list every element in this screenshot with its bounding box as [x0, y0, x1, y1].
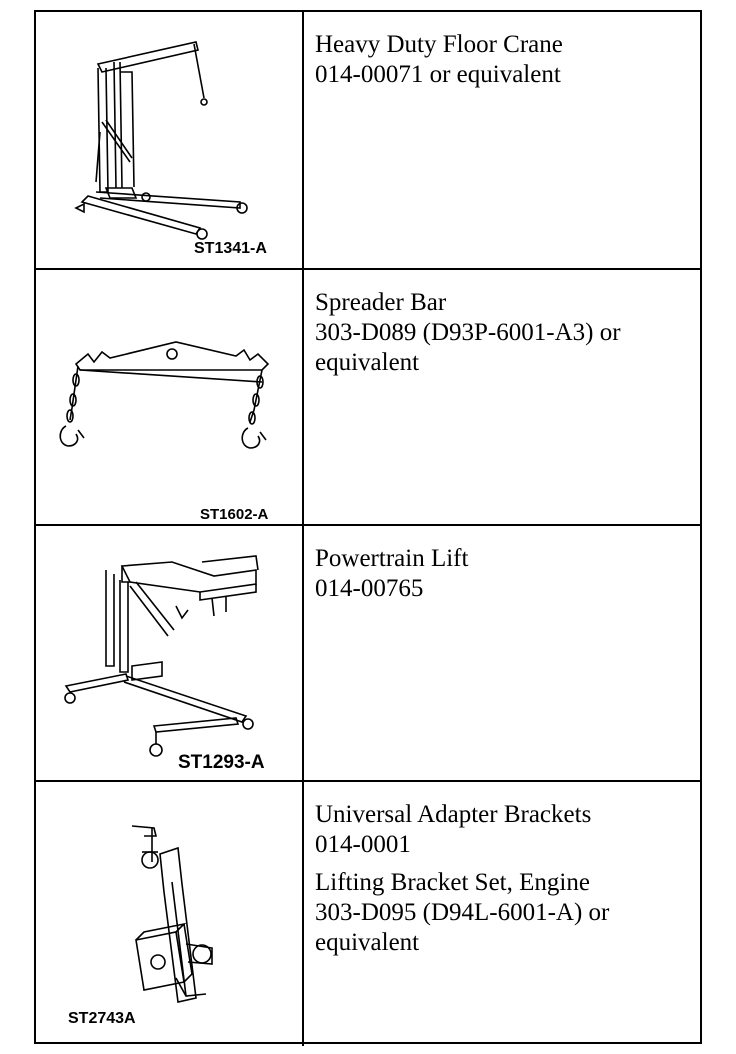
tool-description: Universal Adapter Brackets 014-0001 Lift…: [315, 800, 692, 958]
tool-description: Spreader Bar 303-D089 (D93P-6001-A3) or …: [315, 288, 692, 378]
illustration-code: ST2743A: [68, 1010, 136, 1027]
table-row: ST2743A Universal Adapter Brackets 014-0…: [36, 782, 700, 1046]
tool-description: Powertrain Lift 014-00765: [315, 544, 692, 604]
image-cell: ST1341-A: [36, 12, 304, 268]
floor-crane-illustration: [74, 41, 248, 240]
tool-part-number: 014-00765: [315, 575, 424, 602]
tool-part-number: 303-D095 (D94L-6001-A) or: [315, 899, 610, 926]
secondary-tool-description: Lifting Bracket Set, Engine 303-D095 (D9…: [315, 868, 692, 958]
tool-part-number: 014-0001: [315, 831, 411, 858]
powertrain-lift-illustration: [64, 555, 259, 757]
table-row: ST1341-A Heavy Duty Floor Crane 014-0007…: [36, 12, 700, 270]
tool-name: Universal Adapter Brackets: [315, 801, 592, 828]
tool-name: Heavy Duty Floor Crane: [315, 31, 563, 58]
special-tools-table: ST1341-A Heavy Duty Floor Crane 014-0007…: [34, 10, 702, 1046]
tool-part-number-cont: equivalent: [315, 929, 420, 956]
illustration-code: ST1602-A: [200, 506, 269, 523]
adapter-bracket-illustration: [131, 825, 213, 1003]
tool-name: Lifting Bracket Set, Engine: [315, 869, 590, 896]
tool-part-number-cont: equivalent: [315, 349, 420, 376]
spreader-bar-illustration: [59, 341, 270, 449]
tool-name: Powertrain Lift: [315, 545, 469, 572]
image-cell: ST1293-A: [36, 526, 304, 780]
image-cell: ST2743A: [36, 782, 304, 1046]
tool-part-number: 303-D089 (D93P-6001-A3) or: [315, 319, 621, 346]
table-row: ST1602-A Spreader Bar 303-D089 (D93P-600…: [36, 270, 700, 526]
image-cell: ST1602-A: [36, 270, 304, 524]
tool-part-number: 014-00071 or equivalent: [315, 61, 561, 88]
illustration-code: ST1293-A: [178, 752, 265, 773]
table-row: ST1293-A Powertrain Lift 014-00765: [36, 526, 700, 782]
illustration-code: ST1341-A: [194, 240, 267, 257]
tool-name: Spreader Bar: [315, 289, 447, 316]
tool-description: Heavy Duty Floor Crane 014-00071 or equi…: [315, 30, 692, 90]
